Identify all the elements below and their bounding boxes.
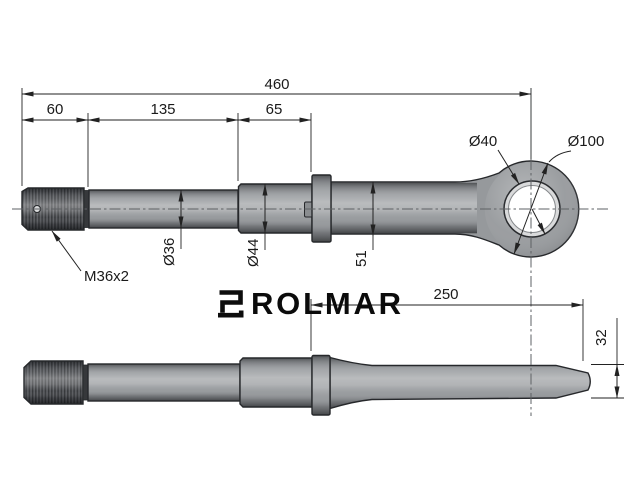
collar-shade-side <box>311 354 331 416</box>
dimension-label-dia36: Ø36 <box>161 238 178 266</box>
dimensions-side-view: 250 32 <box>310 286 624 399</box>
threaded-end-side <box>23 360 84 405</box>
shank-shade-side <box>87 363 241 402</box>
dimension-label-dia40: Ø40 <box>469 133 497 150</box>
square-spiral-logo-icon <box>218 290 244 318</box>
dimension-label-65: 65 <box>266 101 283 118</box>
dimension-label-460: 460 <box>264 76 289 93</box>
eye-blade <box>329 356 591 410</box>
step-section-side <box>239 357 313 408</box>
dimension-label-32: 32 <box>593 329 610 346</box>
leader-line-dia100 <box>548 150 572 163</box>
dimension-line-dia100 <box>513 162 549 255</box>
body-shade <box>331 182 477 234</box>
dimension-label-m36x2: M36x2 <box>84 268 129 285</box>
logo-text: ROLMAR <box>251 286 404 321</box>
dimension-label-60: 60 <box>47 101 64 118</box>
dimension-label-51: 51 <box>353 250 370 267</box>
blade-shade <box>329 356 591 410</box>
logo: ROLMAR <box>218 286 404 321</box>
logo-icon-spiral-bottom <box>218 310 244 318</box>
shank-side <box>87 363 241 402</box>
leader-line-thread <box>51 230 82 272</box>
dimensions-top-view: 460 60 135 65 Ø36 Ø44 51 M36x2 Ø40 Ø100 <box>21 76 605 285</box>
collar-side <box>311 354 331 416</box>
side-view <box>23 354 591 416</box>
step-shade-side <box>239 357 313 408</box>
thread-shade-side <box>23 360 84 405</box>
logo-icon-spiral-top <box>219 290 243 313</box>
dimension-label-dia44: Ø44 <box>245 239 262 267</box>
thread-relief-groove-side <box>82 364 89 401</box>
dimension-label-dia100: Ø100 <box>568 133 605 150</box>
dimension-label-135: 135 <box>150 101 175 118</box>
dimension-label-250: 250 <box>433 286 458 303</box>
